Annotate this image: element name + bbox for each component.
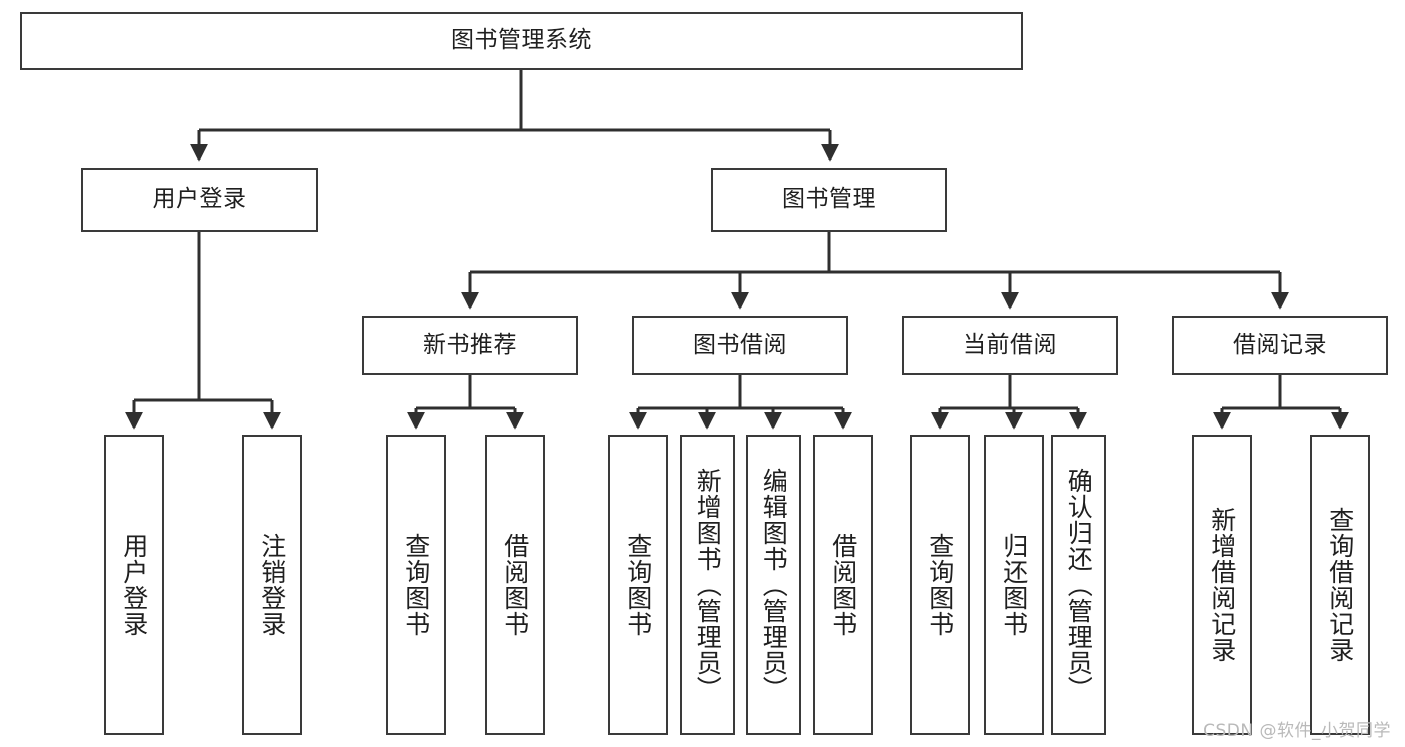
node-borrow-record[interactable]: 借阅记录	[1172, 316, 1388, 375]
node-leaf-cur-return[interactable]: 归还图书	[984, 435, 1044, 735]
node-leaf-rec-query-rec-label: 查询借阅记录	[1325, 507, 1355, 663]
node-leaf-rec-query[interactable]: 查询图书	[386, 435, 446, 735]
node-leaf-borrow-edit[interactable]: 编辑图书（管理员）	[746, 435, 801, 735]
node-leaf-cur-return-label: 归还图书	[999, 533, 1029, 637]
node-leaf-borrow-query[interactable]: 查询图书	[608, 435, 668, 735]
node-leaf-rec-borrow[interactable]: 借阅图书	[485, 435, 545, 735]
node-leaf-user-login-label: 用户登录	[119, 533, 149, 637]
node-current-borrow-label: 当前借阅	[963, 331, 1057, 358]
node-leaf-cur-confirm[interactable]: 确认归还（管理员）	[1051, 435, 1106, 735]
node-book-manage[interactable]: 图书管理	[711, 168, 947, 232]
node-leaf-cur-query[interactable]: 查询图书	[910, 435, 970, 735]
edges-newbookrec-to-leaves	[407, 375, 524, 430]
node-book-borrow[interactable]: 图书借阅	[632, 316, 848, 375]
node-leaf-rec-add[interactable]: 新增借阅记录	[1192, 435, 1252, 735]
node-leaf-rec-query-rec[interactable]: 查询借阅记录	[1310, 435, 1370, 735]
edges-root-to-level2	[190, 70, 839, 162]
edges-userlogin-to-leaves	[125, 232, 281, 430]
node-book-borrow-label: 图书借阅	[693, 331, 787, 358]
edges-currentborrow-to-leaves	[931, 375, 1087, 430]
node-current-borrow[interactable]: 当前借阅	[902, 316, 1118, 375]
edges-bookborrow-to-leaves	[629, 375, 852, 430]
node-new-book-rec[interactable]: 新书推荐	[362, 316, 578, 375]
node-leaf-user-logout[interactable]: 注销登录	[242, 435, 302, 735]
node-leaf-borrow-edit-label: 编辑图书（管理员）	[759, 468, 789, 702]
node-leaf-user-logout-label: 注销登录	[257, 533, 287, 637]
node-borrow-record-label: 借阅记录	[1233, 331, 1327, 358]
node-leaf-rec-query-label: 查询图书	[401, 533, 431, 637]
node-leaf-borrow-borrow[interactable]: 借阅图书	[813, 435, 873, 735]
node-leaf-rec-add-label: 新增借阅记录	[1207, 507, 1237, 663]
node-leaf-cur-query-label: 查询图书	[925, 533, 955, 637]
node-leaf-borrow-add-label: 新增图书（管理员）	[693, 468, 723, 702]
node-root[interactable]: 图书管理系统	[20, 12, 1023, 70]
edges-bookmanage-to-level3	[461, 232, 1289, 310]
node-root-label: 图书管理系统	[451, 27, 592, 54]
node-leaf-borrow-query-label: 查询图书	[623, 533, 653, 637]
node-leaf-rec-borrow-label: 借阅图书	[500, 533, 530, 637]
node-book-manage-label: 图书管理	[782, 186, 876, 213]
node-leaf-user-login[interactable]: 用户登录	[104, 435, 164, 735]
node-user-login-label: 用户登录	[152, 186, 247, 213]
edges-borrowrecord-to-leaves	[1213, 375, 1349, 430]
node-new-book-rec-label: 新书推荐	[423, 331, 517, 358]
node-leaf-cur-confirm-label: 确认归还（管理员）	[1064, 468, 1094, 702]
node-leaf-borrow-borrow-label: 借阅图书	[828, 533, 858, 637]
node-leaf-borrow-add[interactable]: 新增图书（管理员）	[680, 435, 735, 735]
node-user-login[interactable]: 用户登录	[81, 168, 318, 232]
